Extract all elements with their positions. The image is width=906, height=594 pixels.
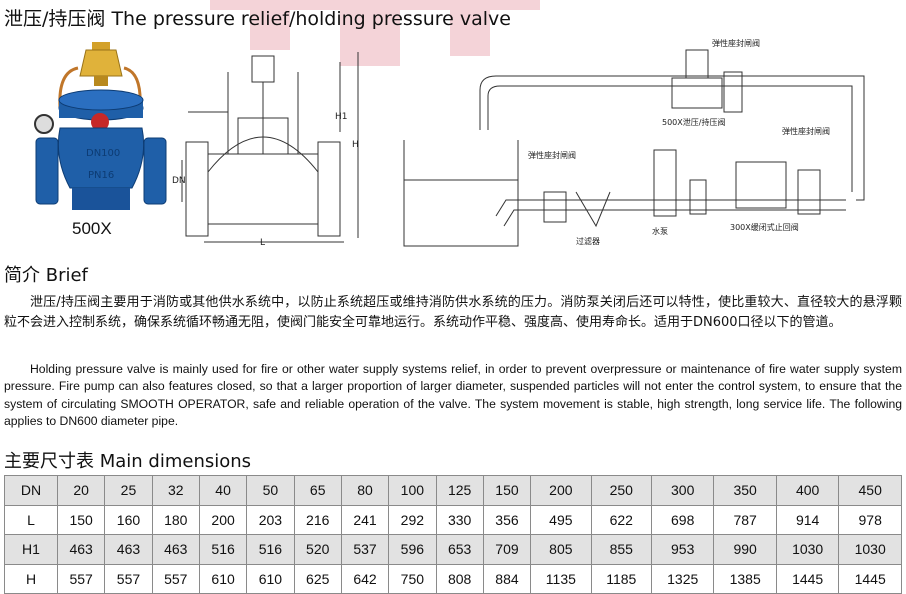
label-check-valve: 300X缓闭式止回阀 [730,223,799,232]
table-cell: 808 [435,563,484,594]
table-cell: 40 [198,475,248,506]
table-cell: 978 [838,504,902,536]
table-cell: 200 [198,504,248,536]
table-cell: 520 [293,534,342,565]
table-cell: 516 [246,534,295,565]
table-cell: 400 [775,475,840,506]
watermark-logo [210,0,540,66]
valve-product-image: DN100 PN16 [34,42,167,210]
table-cell: 787 [713,504,777,536]
label-h: H [352,140,359,150]
system-installation-drawing [403,49,865,247]
table-cell: 884 [482,563,532,594]
table-cell: 557 [104,563,153,594]
table-cell: 625 [293,563,342,594]
label-main-valve: 500X泄压/持压阀 [662,118,726,127]
label-filter: 过滤器 [576,237,600,246]
table-cell: 463 [104,534,153,565]
table-cell: 750 [388,563,437,594]
dimensions-heading: 主要尺寸表 Main dimensions [4,451,252,472]
brief-english-text: Holding pressure valve is mainly used fo… [4,362,902,429]
table-cell: 610 [246,563,295,594]
brief-chinese-text: 泄压/持压阀主要用于消防或其他供水系统中，以防止系统超压或维持消防供水系统的压力… [4,295,902,330]
table-cell: 1325 [650,563,715,594]
valve-model-caption: 500X [72,219,112,238]
table-cell: 463 [56,534,106,565]
table-cell: 557 [56,563,106,594]
table-cell: 125 [435,475,484,506]
table-cell: 495 [530,504,592,536]
label-dn: DN [172,176,186,186]
table-cell: 557 [151,563,200,594]
table-cell: 32 [151,475,200,506]
table-cell: 1030 [838,534,902,565]
table-cell: 805 [530,534,592,565]
table-cell: 1135 [530,563,592,594]
table-cell: 1445 [838,563,902,594]
label-left-gate-valve: 弹性座封闸阀 [528,151,576,160]
table-cell: 203 [246,504,295,536]
table-cell: 292 [388,504,437,536]
table-cell: 653 [435,534,484,565]
table-cell: 20 [56,475,106,506]
page-title: 泄压/持压阀 The pressure relief/holding press… [4,8,511,30]
table-cell: 463 [151,534,200,565]
table-cell: 200 [530,475,592,506]
table-cell: 80 [340,475,390,506]
row-label: H [4,563,58,594]
table-cell: 610 [198,563,248,594]
label-h1: H1 [335,112,348,122]
table-cell: 250 [590,475,652,506]
table-cell: 698 [650,504,715,536]
label-l: L [260,238,266,248]
brief-heading: 简介 Brief [4,265,88,286]
body-mark-pn: PN16 [88,170,114,181]
table-cell: 241 [340,504,390,536]
table-cell: 100 [388,475,437,506]
table-cell: 356 [482,504,532,536]
table-cell: 65 [293,475,342,506]
row-label: DN [4,475,58,506]
table-cell: 1445 [775,563,840,594]
row-label: L [4,504,58,536]
table-cell: 300 [650,475,715,506]
table-cell: 642 [340,563,390,594]
dimension-drawing [181,52,359,243]
table-cell: 50 [246,475,295,506]
table-cell: 622 [590,504,652,536]
table-cell: 160 [104,504,153,536]
label-top-gate-valve: 弹性座封闸阀 [712,39,760,48]
table-cell: 1385 [713,563,777,594]
table-cell: 1185 [590,563,652,594]
table-cell: 516 [198,534,248,565]
table-cell: 150 [56,504,106,536]
table-cell: 1030 [775,534,840,565]
table-cell: 330 [435,504,484,536]
label-pump: 水泵 [652,227,668,236]
table-cell: 953 [650,534,715,565]
label-right-gate-valve: 弹性座封闸阀 [782,127,830,136]
table-cell: 450 [838,475,902,506]
table-cell: 990 [713,534,777,565]
table-cell: 180 [151,504,200,536]
table-cell: 596 [388,534,437,565]
table-cell: 914 [775,504,840,536]
row-label: H1 [4,534,58,565]
body-mark-dn: DN100 [86,148,120,159]
table-cell: 25 [104,475,153,506]
table-cell: 350 [713,475,777,506]
table-cell: 216 [293,504,342,536]
table-cell: 855 [590,534,652,565]
table-cell: 709 [482,534,532,565]
table-cell: 150 [482,475,532,506]
table-cell: 537 [340,534,390,565]
